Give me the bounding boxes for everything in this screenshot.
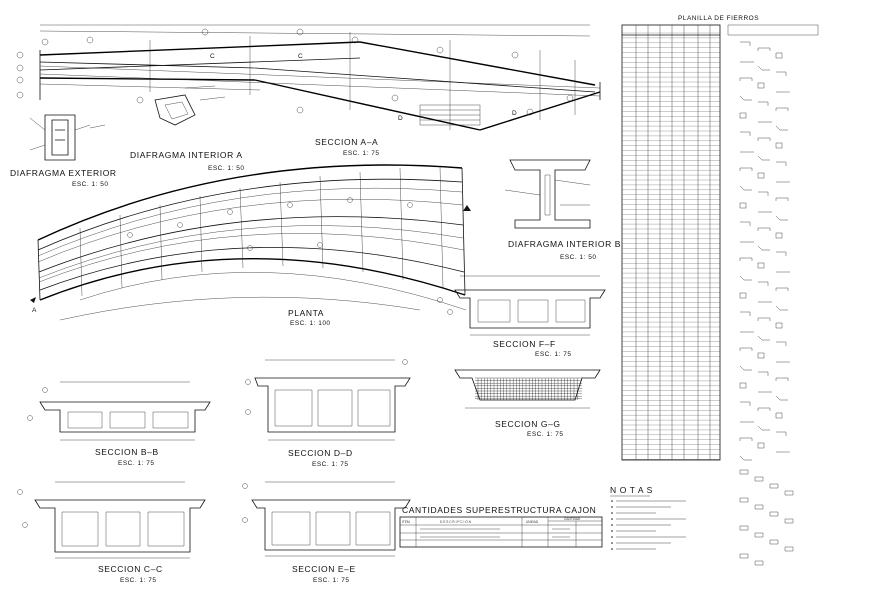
diafragma-interior-b-drawing (504, 159, 591, 229)
scale-seccion-bb: ESC. 1: 75 (118, 460, 154, 467)
section-aa-drawing: C C D D (16, 24, 601, 131)
cantidades-table: CANTIDADES SUPERESTRUCTURA CAJON ITEM D … (399, 505, 603, 548)
title-diafragma-exterior: DIAFRAGMA EXTERIOR (10, 168, 117, 178)
scale-seccion-aa: ESC. 1: 75 (343, 150, 379, 157)
notas-title: N O T A S (610, 485, 653, 495)
cantidades-title: CANTIDADES SUPERESTRUCTURA CAJON (402, 505, 596, 515)
scale-seccion-ee: ESC. 1: 75 (313, 577, 349, 584)
section-mark-d-2: D (512, 110, 517, 117)
title-seccion-ff: SECCION F–F (493, 339, 556, 349)
planta-mark-a: A (32, 307, 37, 314)
section-mark-c: C (210, 53, 215, 60)
notas-block: N O T A S (610, 485, 686, 550)
title-diafragma-interior-b: DIAFRAGMA INTERIOR B (508, 239, 621, 249)
title-seccion-cc: SECCION C–C (98, 564, 163, 574)
planta-drawing: A (30, 164, 471, 321)
section-mark-c-2: C (298, 53, 303, 60)
seccion-ee-drawing (242, 481, 411, 557)
scale-seccion-cc: ESC. 1: 75 (120, 577, 156, 584)
cantidades-col-unit: UNIDAD (526, 520, 539, 524)
scale-seccion-dd: ESC. 1: 75 (312, 461, 348, 468)
cantidades-col-qty: CANTIDAD (564, 517, 581, 521)
seccion-bb-drawing (27, 381, 211, 441)
title-seccion-dd: SECCION D–D (288, 448, 353, 458)
seccion-ff-drawing (437, 275, 606, 336)
planilla-table (621, 24, 819, 566)
title-seccion-ee: SECCION E–E (292, 564, 356, 574)
section-aa-hatch (419, 104, 481, 126)
diafragma-exterior-drawing (29, 114, 91, 161)
planilla-title: PLANILLA DE FIERROS (678, 15, 759, 22)
title-seccion-gg: SECCION G–G (495, 419, 561, 429)
scale-diafragma-interior-b: ESC. 1: 50 (560, 254, 596, 261)
seccion-cc-drawing (17, 481, 206, 559)
cantidades-col-desc: D E S C R I P C I O N (440, 520, 472, 524)
scale-seccion-ff: ESC. 1: 75 (535, 351, 571, 358)
scale-seccion-gg: ESC. 1: 75 (527, 431, 563, 438)
diafragma-interior-a-drawing (89, 85, 226, 129)
section-mark-d: D (398, 115, 403, 122)
title-seccion-aa: SECCION A–A (315, 137, 378, 147)
scale-diafragma-exterior: ESC. 1: 50 (72, 181, 108, 188)
seccion-dd-drawing (245, 359, 411, 441)
title-seccion-bb: SECCION B–B (95, 447, 159, 457)
title-planta: PLANTA (288, 308, 324, 318)
section-aa-labels (16, 28, 574, 116)
seccion-gg-drawing (454, 369, 601, 409)
title-diafragma-interior-a: DIAFRAGMA INTERIOR A (130, 150, 243, 160)
scale-planta: ESC. 1: 100 (290, 320, 331, 327)
scale-diafragma-interior-a: ESC. 1: 50 (208, 165, 244, 172)
cantidades-col-item: ITEM (402, 520, 410, 524)
